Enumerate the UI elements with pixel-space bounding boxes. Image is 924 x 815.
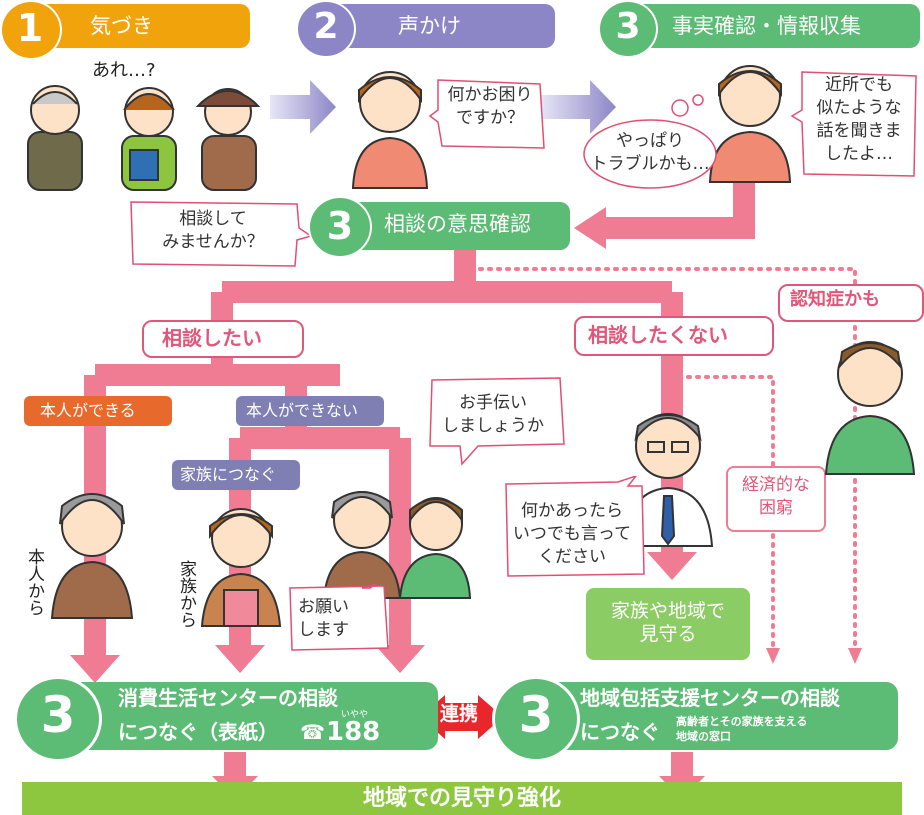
- arrow-fact-to-intent: [600, 175, 755, 239]
- bubble-yappari: やっぱり トラブルかも…: [590, 131, 710, 174]
- phone-icon: ☎: [300, 720, 325, 744]
- consumer-center-line2: につなぐ（表紙）: [118, 720, 278, 744]
- step-call-badge: [296, 0, 356, 58]
- bottom-banner-label: 地域での見守り強化: [362, 786, 561, 811]
- tag-self-cannot-box: [236, 396, 384, 426]
- bottom-banner: [22, 782, 902, 815]
- step-call-label: 声かけ: [398, 14, 461, 38]
- arrow-1-to-2: [270, 80, 336, 134]
- tag-dementia: 認知症かも: [790, 289, 880, 310]
- consumer-center-badge: [14, 676, 102, 762]
- hotline-number: 188: [326, 717, 381, 747]
- tag-not-want: 相談したくない: [588, 323, 728, 347]
- family-woman-illustration: [200, 508, 282, 627]
- bubble-nanika-attara-shape: [505, 476, 645, 577]
- support-center-note2: 地域の窓口: [676, 730, 731, 743]
- bubble-kinjo-shape: [790, 71, 917, 177]
- notice-exclamation: あれ…?: [92, 60, 156, 81]
- cooperation-arrow: [420, 695, 503, 739]
- tag-self-can: 本人ができる: [40, 401, 136, 420]
- step-fact-number: 3: [615, 6, 641, 47]
- support-center-line2: につなぐ: [580, 720, 660, 744]
- label-watch: 家族や地域で 見守る: [610, 600, 725, 645]
- step-fact-label: 事実確認・情報収集: [672, 14, 861, 38]
- step-notice-label: 気づき: [90, 14, 153, 38]
- people-notice-illustration: [27, 85, 261, 191]
- bubble-onegai: お願い します: [298, 597, 349, 640]
- consumer-center-number: 3: [40, 686, 76, 744]
- cooperation-label: 連携: [440, 703, 479, 725]
- staff-woman-illustration: [351, 71, 429, 189]
- hotline-ruby: いやや: [341, 710, 369, 720]
- support-center-bar: [540, 682, 898, 750]
- elderly-woman-self-illustration: [50, 493, 134, 619]
- step-call-bar: [320, 4, 555, 48]
- tag-family-connect-box: [172, 460, 300, 490]
- elderly-with-helper-illustration: [322, 491, 472, 599]
- bubble-yappari-shape: [583, 94, 717, 189]
- tag-family-connect: 家族につなぐ: [180, 465, 277, 484]
- support-center-note1: 高齢者とその家族を支える: [676, 715, 808, 728]
- bubble-otetsudai: お手伝い しましょうか: [442, 393, 544, 436]
- step-fact-bar: [625, 4, 920, 48]
- label-economic: 経済的な 困窮: [742, 475, 810, 518]
- step-intent-label: 相談の意思確認: [384, 212, 531, 236]
- step-intent-number: 3: [326, 204, 354, 248]
- label-from-self: 本人から: [24, 548, 44, 616]
- arrow-2-to-3: [540, 80, 616, 134]
- bubble-kinjo: 近所でも 似たような 話を聞きま したよ…: [816, 75, 902, 164]
- label-from-family: 家族から: [176, 560, 196, 628]
- tag-not-want-box: [574, 316, 774, 356]
- tag-want-box: [142, 320, 304, 358]
- step-notice-badge: [0, 0, 62, 60]
- bubble-nanika-shape: [428, 79, 545, 149]
- step-fact-badge: [598, 0, 658, 58]
- step-intent-bar: [340, 202, 570, 250]
- tag-self-cannot: 本人ができない: [246, 401, 359, 420]
- bubble-onegai-shape: [289, 584, 389, 651]
- bubble-soudan-shite: 相談して みませんか？: [162, 209, 264, 252]
- support-center-badge: [492, 676, 580, 762]
- tag-want: 相談したい: [162, 326, 262, 350]
- watch-box: [586, 588, 750, 660]
- step-call-number: 2: [313, 6, 339, 47]
- consumer-center-line1: 消費生活センターの相談: [118, 686, 338, 710]
- support-center-line1: 地域包括支援センターの相談: [580, 686, 840, 710]
- bubble-soudan-shape: [130, 201, 313, 267]
- official-man-illustration: [622, 413, 714, 547]
- bubble-otetsudai-shape: [429, 377, 565, 466]
- consumer-center-bar: [60, 682, 438, 750]
- bubble-nanika: 何かお困り ですか？: [447, 85, 533, 128]
- bubble-nanika-attara: 何かあったら いつでも言って ください: [512, 501, 632, 567]
- step-notice-number: 1: [16, 6, 44, 50]
- step-intent-badge: [308, 196, 372, 258]
- support-center-number: 3: [518, 686, 554, 744]
- tag-self-can-box: [24, 396, 172, 426]
- tag-dementia-box: [778, 284, 924, 322]
- economic-box: [726, 466, 826, 532]
- dementia-man-illustration: [824, 341, 916, 475]
